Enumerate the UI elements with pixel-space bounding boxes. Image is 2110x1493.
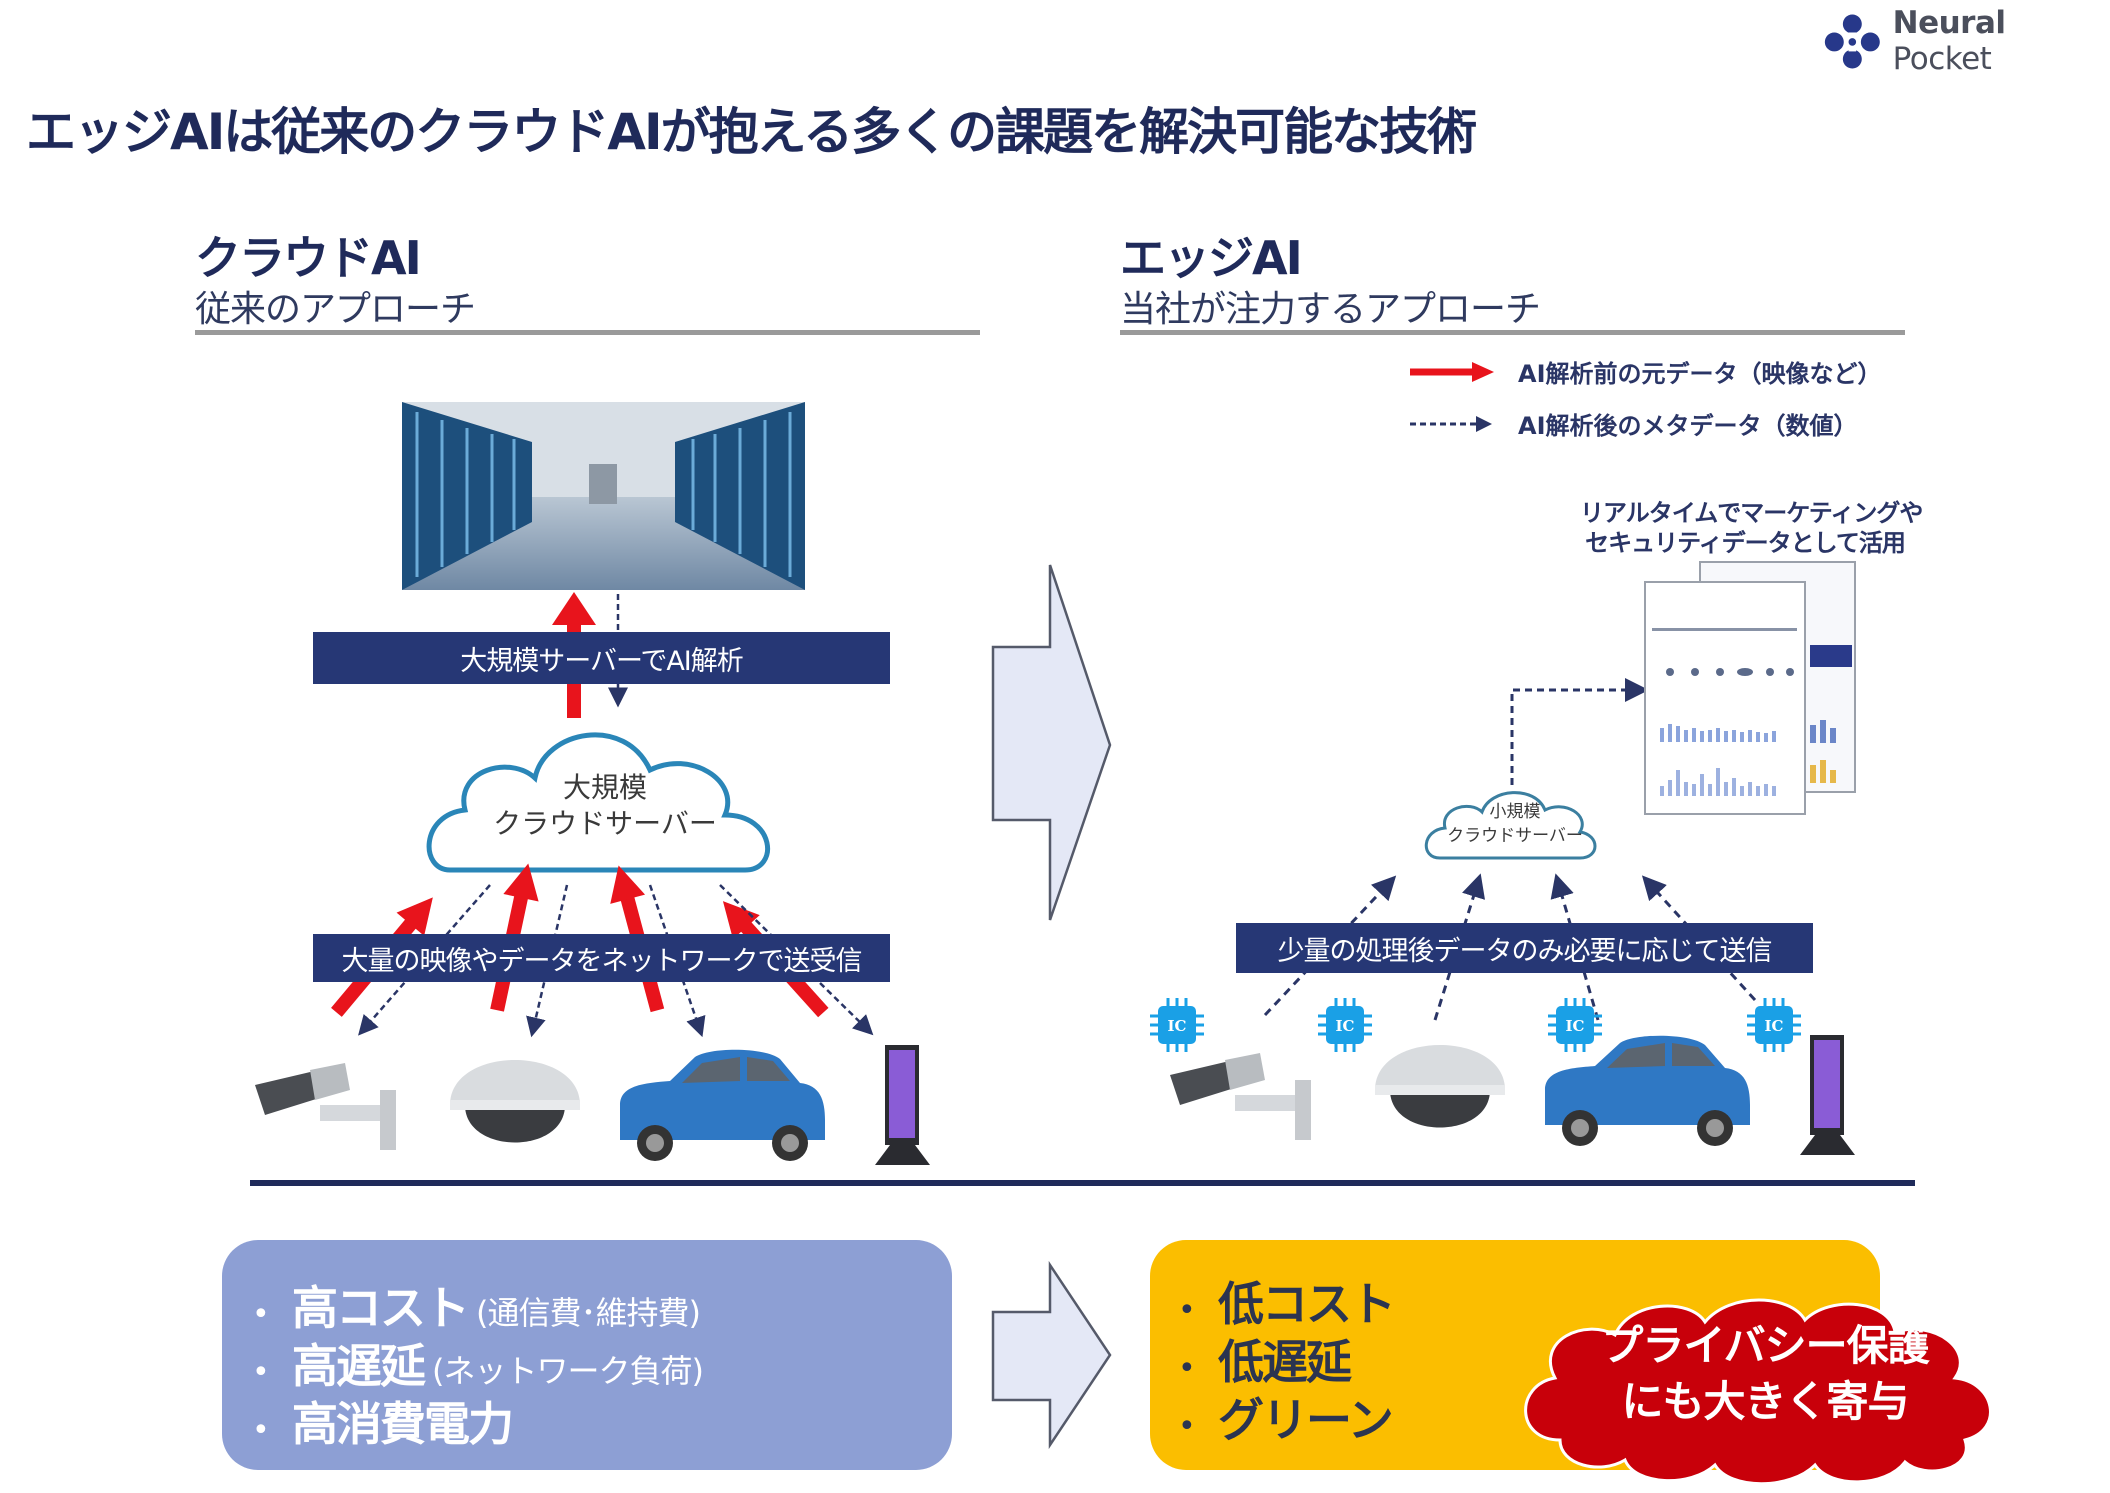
neural-pocket-logo-icon bbox=[1824, 14, 1880, 69]
bullet-icon: • bbox=[1178, 1293, 1196, 1328]
ic-chip-icon: IC bbox=[1548, 998, 1602, 1052]
legend-item-raw-data: AI解析前の元データ（映像など） bbox=[1410, 354, 1882, 389]
banner-minimal-transfer: 少量の処理後データのみ必要に応じて送信 bbox=[1236, 923, 1813, 973]
benefit-item: • 低コスト bbox=[1178, 1268, 1396, 1331]
data-center-image bbox=[402, 402, 805, 590]
issue-main: 高遅延 bbox=[292, 1339, 426, 1393]
brand-logo: Neural Pocket bbox=[1822, 5, 2102, 77]
bullet-icon: • bbox=[1178, 1351, 1196, 1386]
large-cloud-label-line2: クラウドサーバー bbox=[493, 807, 717, 840]
ic-chip-label: IC bbox=[1168, 1017, 1187, 1035]
cloud-to-dashboard-arrow bbox=[1510, 678, 1649, 785]
ic-chip-icon: IC bbox=[1150, 998, 1204, 1052]
cloud-ai-issues-box: • 高コスト (通信費･維持費) • 高遅延 (ネットワーク負荷) • 高消費電… bbox=[222, 1240, 952, 1470]
dashed-arrow-icon bbox=[1410, 415, 1492, 432]
cloud-ai-heading: クラウドAI bbox=[195, 231, 422, 285]
digital-signage-icon bbox=[875, 1045, 930, 1165]
large-cloud-label-line1: 大規模 bbox=[562, 771, 647, 804]
bullet-camera-icon bbox=[255, 1063, 396, 1150]
bullet-icon: • bbox=[1178, 1409, 1196, 1444]
digital-signage-icon bbox=[1800, 1035, 1855, 1155]
brand-name: Neural Pocket bbox=[1892, 5, 2006, 77]
dashboard-caption: リアルタイムでマーケティングや セキュリティデータとして活用 bbox=[1580, 498, 1923, 558]
bullet-icon: • bbox=[252, 1297, 270, 1332]
benefit-item: • 低遅延 bbox=[1178, 1326, 1394, 1389]
cloud-ai-issues-list: • 高コスト (通信費･維持費) • 高遅延 (ネットワーク負荷) • 高消費電… bbox=[252, 1272, 704, 1451]
dome-camera-icon bbox=[450, 1060, 580, 1143]
benefit-item: • グリーン bbox=[1178, 1384, 1394, 1447]
edge-ai-benefits-list: • 低コスト • 低遅延 • グリーン bbox=[1178, 1268, 1396, 1447]
ic-chip-icon: IC bbox=[1747, 998, 1801, 1052]
small-cloud-label-line2: クラウドサーバー bbox=[1447, 826, 1583, 846]
issue-note: (ネットワーク負荷) bbox=[432, 1352, 704, 1390]
edge-ai-underline bbox=[1120, 330, 1905, 335]
ic-chip-icon: IC bbox=[1318, 998, 1372, 1052]
result-arrow-icon bbox=[991, 1260, 1112, 1450]
cloud-devices bbox=[255, 1045, 930, 1165]
edge-ai-subheading: 当社が注力するアプローチ bbox=[1120, 289, 1541, 330]
legend-item-meta-data: AI解析後のメタデータ（数値） bbox=[1410, 406, 1858, 441]
issue-main: 高コスト bbox=[292, 1281, 470, 1335]
benefit-label: 低遅延 bbox=[1218, 1335, 1352, 1389]
bullet-icon: • bbox=[252, 1355, 270, 1390]
ic-chip-label: IC bbox=[1336, 1017, 1355, 1035]
section-divider bbox=[250, 1180, 1915, 1186]
small-cloud-label: 小規模 クラウドサーバー bbox=[1440, 800, 1590, 848]
issue-note: (通信費･維持費) bbox=[476, 1294, 701, 1332]
privacy-callout: プライバシー保護 にも大きく寄与 bbox=[1525, 1318, 2005, 1430]
page-title: エッジAIは従来のクラウドAIが抱える多くの課題を解決可能な技術 bbox=[26, 103, 1477, 161]
benefit-label: 低コスト bbox=[1218, 1277, 1396, 1331]
privacy-callout-line2: にも大きく寄与 bbox=[1621, 1377, 1909, 1426]
analytics-dashboard-image bbox=[1644, 561, 1856, 815]
legend-label: AI解析後のメタデータ（数値） bbox=[1518, 412, 1858, 440]
issue-item: • 高消費電力 bbox=[252, 1388, 703, 1451]
legend-label: AI解析前の元データ（映像など） bbox=[1518, 360, 1882, 388]
privacy-callout-line1: プライバシー保護 bbox=[1601, 1321, 1929, 1370]
dashboard-caption-line1: リアルタイムでマーケティングや bbox=[1580, 499, 1923, 527]
small-cloud-label-line1: 小規模 bbox=[1489, 802, 1541, 822]
large-cloud-icon bbox=[426, 732, 771, 873]
car-icon bbox=[620, 1049, 825, 1161]
dome-camera-icon bbox=[1375, 1045, 1505, 1128]
issue-item: • 高コスト (通信費･維持費) bbox=[252, 1272, 703, 1335]
large-cloud-label: 大規模 クラウドサーバー bbox=[470, 770, 740, 842]
edge-devices bbox=[1170, 1035, 1855, 1155]
issue-item: • 高遅延 (ネットワーク負荷) bbox=[252, 1330, 704, 1393]
issue-main: 高消費電力 bbox=[292, 1397, 514, 1451]
dashboard-caption-line2: セキュリティデータとして活用 bbox=[1585, 529, 1906, 557]
car-icon bbox=[1545, 1035, 1750, 1146]
benefit-label: グリーン bbox=[1218, 1393, 1394, 1447]
server-room-illustration bbox=[402, 402, 805, 590]
banner-large-server-analysis: 大規模サーバーでAI解析 bbox=[313, 632, 890, 684]
privacy-cloud-overlay bbox=[1524, 1298, 1992, 1486]
ic-chip-label: IC bbox=[1566, 1017, 1585, 1035]
edge-ai-heading: エッジAI bbox=[1120, 231, 1303, 285]
banner-bulk-transfer: 大量の映像やデータをネットワークで送受信 bbox=[313, 934, 890, 982]
ic-chip-label: IC bbox=[1765, 1017, 1784, 1035]
transition-arrow-icon bbox=[991, 564, 1112, 921]
red-arrow-icon bbox=[1410, 361, 1494, 382]
bullet-camera-icon bbox=[1170, 1053, 1311, 1140]
cloud-ai-underline bbox=[195, 330, 980, 335]
cloud-ai-subheading: 従来のアプローチ bbox=[195, 289, 476, 330]
bullet-icon: • bbox=[252, 1413, 270, 1448]
small-cloud-icon bbox=[1424, 791, 1597, 860]
